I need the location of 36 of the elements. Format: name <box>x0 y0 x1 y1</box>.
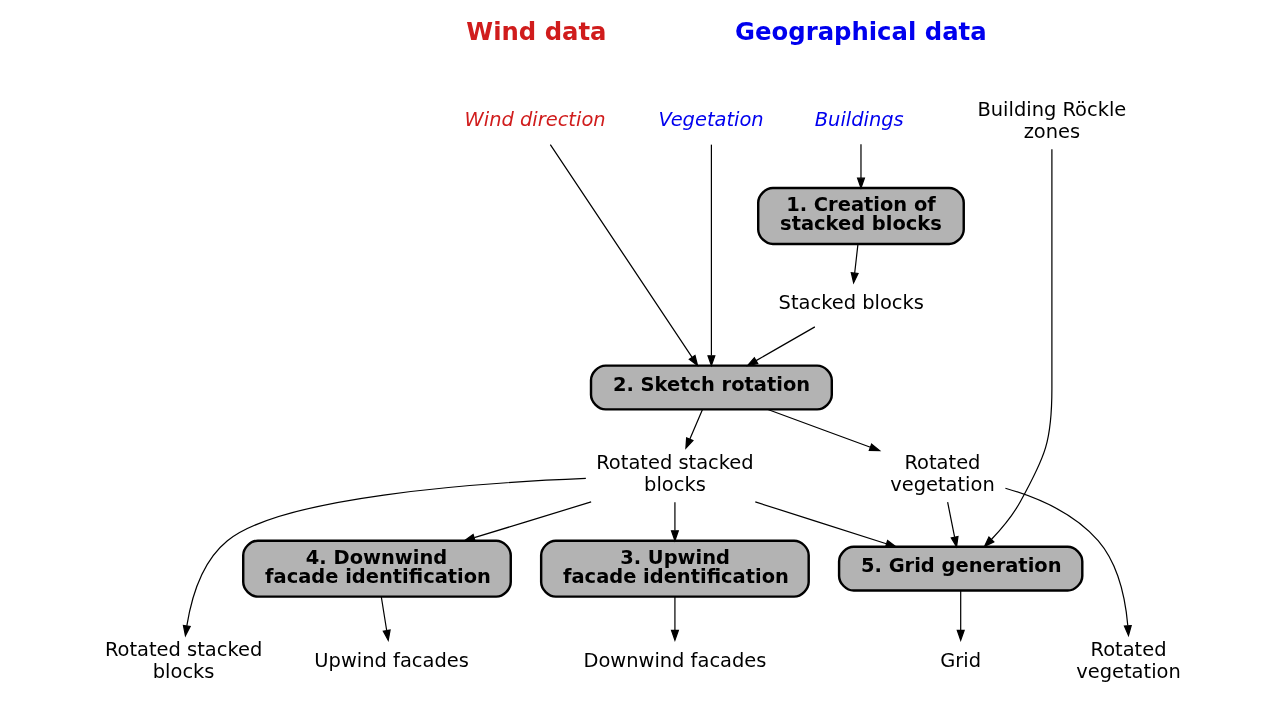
node-box: 4. Downwind facade identification <box>242 539 512 598</box>
label: Geographical data <box>735 16 987 46</box>
node-text: Stacked blocks <box>778 291 924 315</box>
node-text: Rotated stacked blocks <box>596 450 754 496</box>
arrow <box>746 326 816 367</box>
node-text: Grid <box>940 648 982 672</box>
arrow <box>1004 487 1133 638</box>
arrow <box>850 243 859 285</box>
node-box: 1. Creation of stacked blocks <box>757 186 965 246</box>
arrow <box>670 596 680 643</box>
node-text: Rotated vegetation <box>890 450 995 496</box>
node-text: Upwind facades <box>314 648 469 672</box>
node-text: Buildings <box>814 107 904 131</box>
node-text: Rotated stacked blocks <box>104 637 263 683</box>
arrow <box>463 501 592 542</box>
arrow <box>767 408 882 452</box>
node-box: 5. Grid generation <box>837 545 1084 592</box>
arrow <box>707 144 716 368</box>
arrow <box>670 501 680 543</box>
arrow <box>983 148 1053 548</box>
node-text: Rotated vegetation <box>1076 637 1181 683</box>
arrow <box>754 501 898 548</box>
node-text: Vegetation <box>658 107 764 131</box>
node-text: Downwind facades <box>583 648 767 672</box>
node-box: 3. Upwind facade identification <box>539 539 810 598</box>
node-text: Building Röckle zones <box>977 98 1127 143</box>
node-text: Wind direction <box>464 107 606 131</box>
arrow <box>947 501 959 549</box>
arrow <box>549 144 699 367</box>
arrow <box>380 596 391 643</box>
node-box: 2. Sketch rotation <box>589 364 833 411</box>
label: Wind data <box>466 16 607 46</box>
arrow <box>856 143 866 190</box>
arrow <box>956 590 965 642</box>
arrow <box>182 477 587 638</box>
arrow <box>685 409 703 450</box>
